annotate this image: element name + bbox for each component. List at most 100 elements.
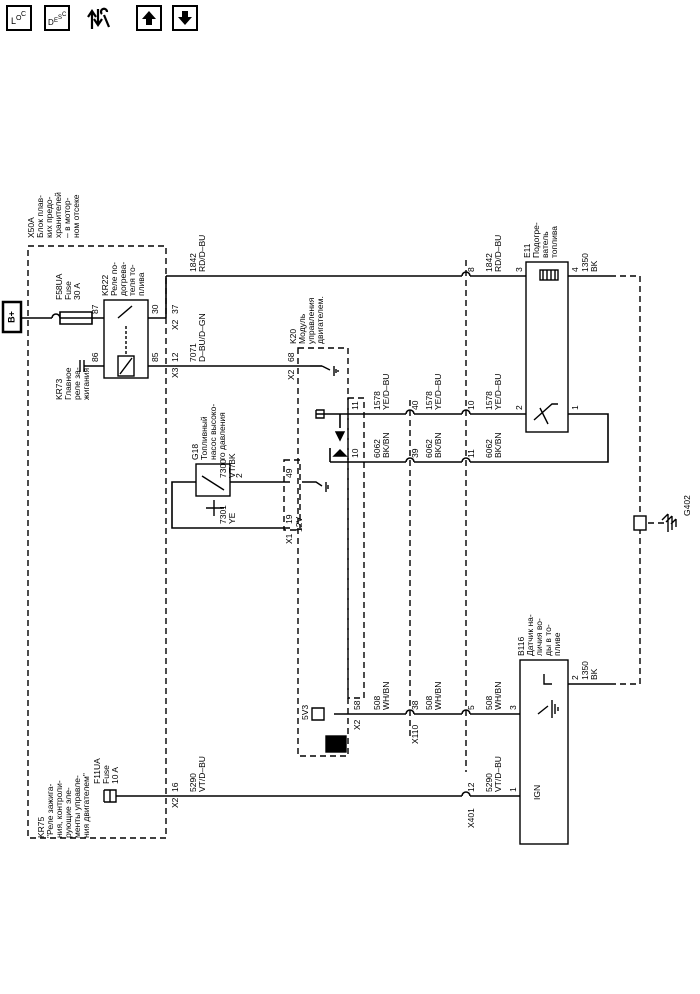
conn-10 — [461, 409, 471, 415]
label-w1578c: 1578YE/D–BU — [484, 374, 503, 410]
label-g18: G18Топливныйнасос высоко-го давления — [190, 404, 227, 460]
pin-10b: 10 — [466, 400, 476, 410]
label-w508b: 508WH/BN — [424, 682, 443, 710]
enclosures — [27, 245, 365, 839]
relay-internals — [79, 305, 135, 803]
relay-switch — [117, 305, 133, 319]
label-w5290a: 5290VT/D–BU — [188, 756, 207, 792]
arrow-down-icon — [178, 11, 192, 25]
desc-letter-c: C — [62, 12, 67, 18]
label-k20: K20Модульуправлениядвигателем. — [288, 296, 325, 344]
label-kr75: KR75"Реле зажига-ния, контроли-рующие эл… — [36, 773, 91, 838]
description-icon: D E S C — [48, 12, 67, 27]
desc-letter-d: D — [48, 18, 54, 27]
pin-8: 8 — [466, 267, 476, 272]
pin-58: 58 — [352, 700, 362, 710]
description-button[interactable]: D E S C — [44, 5, 70, 31]
relay-kr22-box — [103, 299, 149, 379]
label-w508c: 508WH/BN — [484, 682, 503, 710]
pin-86: 86 — [90, 352, 100, 362]
label-w6062c: 6062BK/BN — [484, 432, 503, 458]
pin-2: 2 — [234, 473, 244, 478]
label-w1350b: 1350BK — [580, 661, 599, 680]
label-w7301: 7301YE — [218, 505, 237, 524]
pin-85: 85 — [150, 352, 160, 362]
conn-bplus — [51, 313, 61, 319]
solid-outlines — [103, 261, 569, 845]
ground-block — [633, 515, 647, 531]
component-symbols — [201, 269, 559, 718]
ecm-k20-outline — [297, 347, 349, 757]
fuse-f11ua — [103, 789, 117, 803]
conn-x2c: X2 — [170, 797, 180, 808]
pin-16: 16 — [170, 782, 180, 792]
ecm-signal-box — [347, 397, 365, 699]
conn-x2a: X2 — [170, 319, 180, 330]
ground-g402-icon — [661, 513, 677, 532]
pin-b1: 1 — [508, 787, 518, 792]
label-ign: IGN — [532, 785, 542, 800]
wire-7301 — [171, 481, 290, 529]
pin-b3: 3 — [508, 705, 518, 710]
relay-kr73-mark — [79, 360, 85, 372]
scroll-up-button[interactable] — [136, 5, 162, 31]
pin-e1: 1 — [570, 405, 580, 410]
battery-label: B+ — [6, 311, 16, 323]
pump-diagonal — [201, 475, 225, 491]
conn-39 — [405, 457, 415, 463]
pin-37: 37 — [170, 304, 180, 314]
wire-bplus-fuse — [20, 311, 104, 325]
heater-e11-box — [525, 261, 569, 433]
pin-40: 40 — [410, 400, 420, 410]
label-w508a: 508WH/BN — [372, 682, 391, 710]
diagnostics-button[interactable] — [86, 5, 112, 31]
sensor-water-symbol — [537, 700, 559, 718]
conn-8 — [461, 271, 471, 277]
label-w7300: 7300VT/BK — [218, 453, 237, 478]
conn-11 — [461, 457, 471, 463]
label-w5290b: 5290VT/D–BU — [484, 756, 503, 792]
pin-38: 38 — [410, 700, 420, 710]
conn-x3: X3 — [170, 367, 180, 378]
sensor-b116-box — [519, 659, 569, 845]
wire-6062 — [330, 413, 609, 463]
loc-letter-l: L — [11, 16, 16, 26]
ecm-inner-box — [283, 459, 301, 531]
module-grounds — [302, 365, 348, 753]
conn-x110: X110 — [410, 725, 420, 744]
loc-letter-o: O — [16, 15, 22, 22]
toolbar: L O C D E S C — [0, 0, 700, 44]
conn-x2d: X2 — [352, 719, 362, 730]
pin-68: 68 — [286, 352, 296, 362]
label-f11ua: F11UAFuse10 A — [92, 758, 120, 784]
pin-19: 19 — [284, 514, 294, 524]
label-b116: B116Датчик на-личия во-ды в то-пливе — [516, 614, 562, 656]
loc-letter-c: C — [21, 11, 26, 18]
fuse-block-x50a-outline — [27, 245, 167, 839]
label-w1842a: 1842RD/D–BU — [188, 235, 207, 272]
pin-12: 12 — [170, 352, 180, 362]
relay-coil — [117, 355, 135, 377]
location-button[interactable]: L O C — [6, 5, 32, 31]
pin-e3: 3 — [514, 267, 524, 272]
scroll-down-button[interactable] — [172, 5, 198, 31]
conn-x1: X1 — [284, 533, 294, 544]
pin-b2: 2 — [570, 675, 580, 680]
ground-paths — [409, 260, 668, 772]
ground-path-bottom — [610, 530, 641, 685]
connector-marks — [51, 271, 471, 797]
conn-x401: X401 — [466, 808, 476, 828]
pin-10a: 10 — [350, 448, 360, 458]
conn-38 — [405, 709, 415, 715]
sensor-gauge — [543, 674, 552, 685]
label-group: X50AБлок плав-ких предо-хранителей– в мо… — [26, 192, 692, 838]
label-f58ua: F58UAFuse30 A — [54, 273, 82, 300]
label-w7071: 7071D–BU/D–GN — [188, 313, 207, 362]
label-w6062b: 6062BK/BN — [424, 432, 443, 458]
pin-e4: 4 — [570, 267, 580, 272]
pin-12b: 12 — [466, 782, 476, 792]
desc-letter-s: S — [58, 15, 62, 21]
conn-12 — [461, 791, 471, 797]
pin-39: 39 — [410, 448, 420, 458]
